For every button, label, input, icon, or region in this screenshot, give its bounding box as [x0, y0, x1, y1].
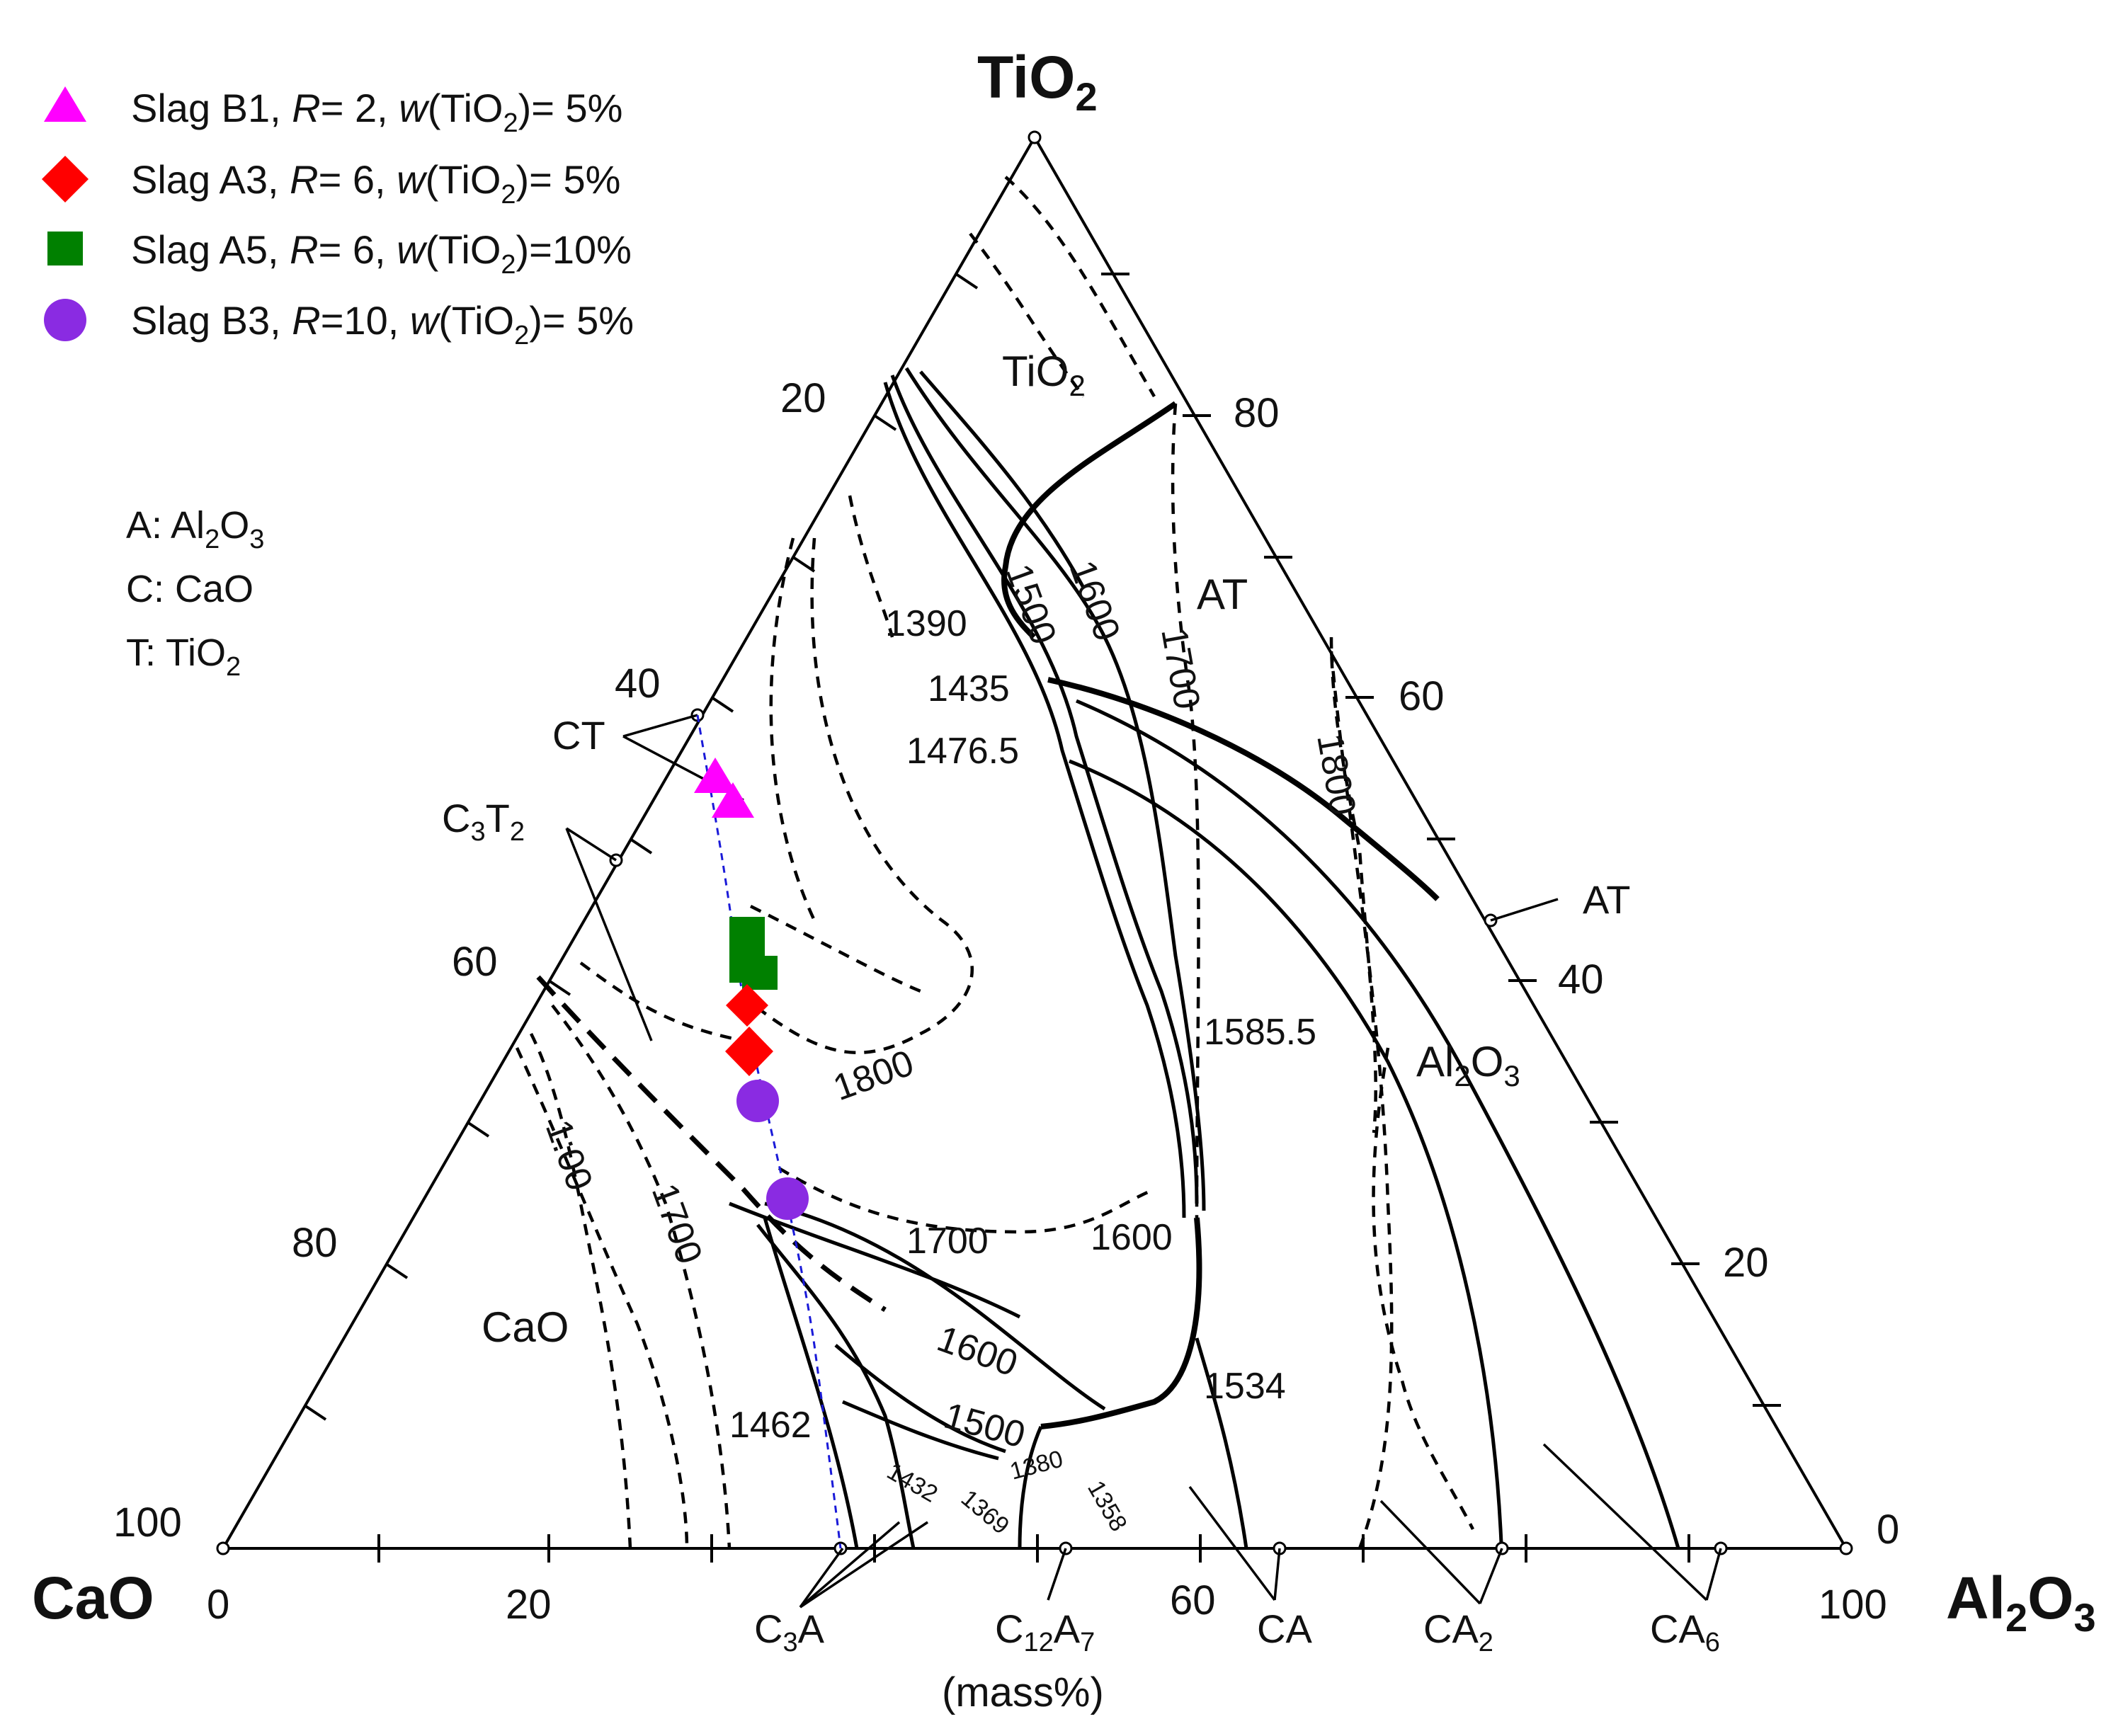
isotherm-label-1432: 1432	[882, 1458, 943, 1508]
point-al2o3-apex	[1839, 1541, 1853, 1555]
apex-label-al2o3: Al2O3	[1946, 1565, 2096, 1640]
field-label-tio2: TiO2	[1002, 348, 1086, 402]
legend-entry-slag-a5: Slag A5, R= 6, w(TiO2)=10%	[131, 227, 632, 280]
legend-entry-slag-a3: Slag A3, R= 6, w(TiO2)= 5%	[131, 157, 620, 210]
marker-slag-a5	[729, 917, 765, 951]
tick-right-60: 60	[1399, 673, 1445, 719]
unit-label: (mass%)	[942, 1669, 1104, 1715]
isotherm-label-1369: 1369	[956, 1485, 1014, 1540]
tick-right-40: 40	[1558, 956, 1604, 1003]
isotherm-label-1800a: 1800	[1309, 731, 1363, 818]
apex-label-cao: CaO	[32, 1565, 154, 1631]
marker-slag-a5	[742, 956, 778, 990]
isotherm-label-1462: 1462	[729, 1405, 812, 1446]
isotherm-label-1600b: 1600	[1091, 1217, 1173, 1258]
marker-slag-b1	[694, 758, 736, 793]
isotherm-label-1358: 1358	[1082, 1476, 1132, 1536]
legend-square-icon	[47, 232, 83, 265]
isotherm-curves	[515, 176, 1475, 1549]
marker-slag-a3	[726, 984, 768, 1027]
point-tio2-apex	[1028, 130, 1042, 144]
isotherm-label-1700d: 1:00	[537, 1114, 601, 1196]
marker-slag-b3	[766, 1177, 809, 1220]
key-a: A: Al2O3	[126, 504, 264, 554]
tick-bottom-0: 0	[207, 1582, 229, 1628]
isotherm-label-1476: 1476.5	[906, 731, 1019, 772]
marker-slag-b1	[712, 782, 754, 818]
isotherm-label-1600c: 1600	[932, 1318, 1023, 1385]
compound-label-ct: CT	[552, 713, 605, 758]
tick-left-40: 40	[615, 661, 661, 707]
isotherm-label-1600a: 1600	[1062, 555, 1128, 646]
field-label-at: AT	[1197, 571, 1248, 618]
side-tick-marks	[303, 273, 1781, 1563]
tick-left-80: 80	[292, 1220, 338, 1266]
tick-left-60: 60	[452, 939, 498, 985]
legend: Slag B1, R= 2, w(TiO2)= 5% Slag A3, R= 6…	[42, 86, 634, 350]
compound-label-c12a7: C12A7	[995, 1606, 1095, 1657]
isotherm-label-1435: 1435	[928, 668, 1010, 709]
isotherm-label-1390: 1390	[885, 603, 967, 644]
slag-data-markers	[694, 758, 809, 1220]
isotherm-label-1700a: 1700	[1153, 624, 1207, 712]
compound-points	[216, 130, 1853, 1555]
tick-right-0: 0	[1877, 1507, 1899, 1553]
marker-slag-b3	[736, 1080, 779, 1122]
compound-label-c3a: C3A	[754, 1606, 825, 1657]
legend-triangle-icon	[44, 86, 86, 122]
key-c: C: CaO	[126, 568, 254, 610]
tick-left-20: 20	[780, 375, 826, 421]
field-label-cao: CaO	[482, 1303, 569, 1351]
slag-trend-line	[696, 714, 842, 1549]
legend-circle-icon	[44, 299, 86, 341]
isotherm-label-1700c: 1700	[644, 1178, 710, 1269]
compound-label-ca2: CA2	[1423, 1606, 1493, 1657]
isotherm-label-1534: 1534	[1204, 1366, 1286, 1407]
component-key: A: Al2O3 C: CaO T: TiO2	[126, 504, 264, 682]
tick-right-20: 20	[1723, 1240, 1769, 1286]
apex-label-tio2: TiO2	[977, 44, 1098, 119]
isotherm-label-1585: 1585.5	[1204, 1012, 1316, 1053]
legend-diamond-icon	[42, 156, 89, 202]
leader-lines	[565, 714, 1722, 1609]
compound-label-ca6: CA6	[1650, 1606, 1720, 1657]
tick-right-80: 80	[1234, 390, 1280, 436]
field-label-al2o3: Al2O3	[1416, 1038, 1520, 1092]
tick-bottom-60: 60	[1170, 1577, 1216, 1623]
tick-bottom-100: 100	[1819, 1582, 1887, 1628]
point-cao-apex	[216, 1541, 230, 1555]
legend-entry-slag-b3: Slag B3, R=10, w(TiO2)= 5%	[131, 298, 634, 350]
boundary-curves	[729, 367, 1680, 1549]
isotherm-label-1700b: 1700	[906, 1221, 989, 1262]
tick-left-100: 100	[113, 1500, 182, 1546]
compound-label-at: AT	[1583, 877, 1630, 922]
compound-label-c3t2: C3T2	[442, 796, 525, 847]
marker-slag-a3	[725, 1027, 773, 1076]
compound-label-ca: CA	[1257, 1606, 1312, 1651]
tick-bottom-20: 20	[506, 1582, 552, 1628]
key-t: T: TiO2	[126, 632, 241, 682]
legend-entry-slag-b1: Slag B1, R= 2, w(TiO2)= 5%	[131, 86, 622, 138]
ternary-triangle-frame	[220, 134, 1849, 1550]
